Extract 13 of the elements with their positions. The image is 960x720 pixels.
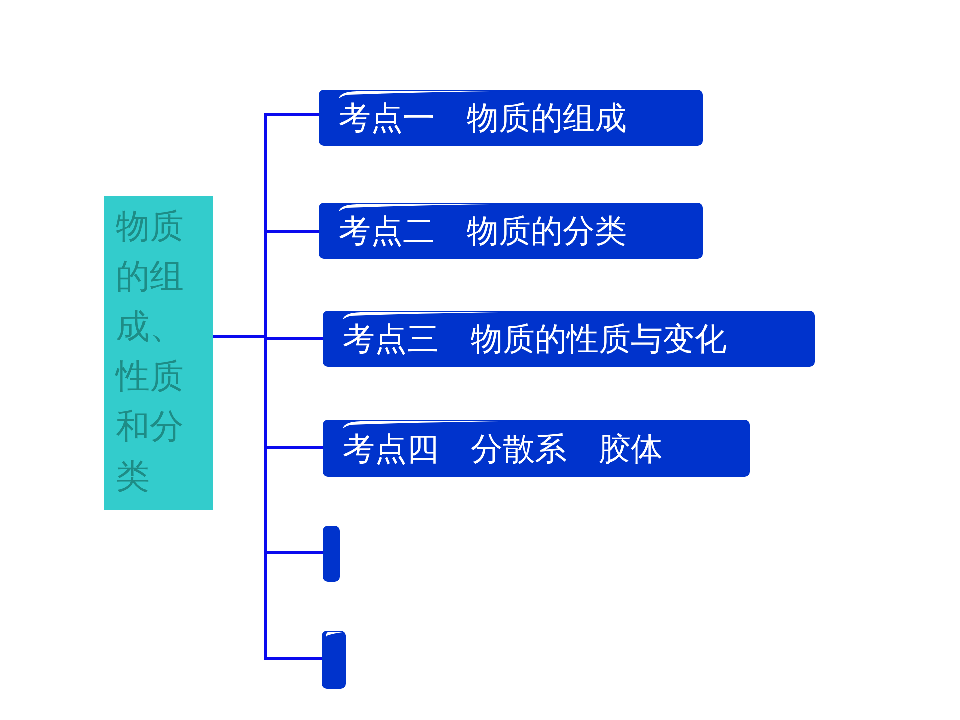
section-box — [323, 526, 340, 582]
section-title: 考点二 物质的分类 — [339, 214, 627, 248]
section-title: 考点三 物质的性质与变化 — [343, 322, 727, 356]
section-box — [319, 90, 703, 146]
section-box — [322, 631, 346, 689]
section-box — [323, 420, 750, 477]
connector-line — [213, 336, 322, 660]
topic-box — [104, 196, 213, 510]
section-box — [319, 203, 703, 259]
topic-title: 物质的组成、性质和分类 — [116, 208, 185, 498]
section-box — [323, 311, 815, 367]
section-title: 考点一 物质的组成 — [339, 101, 627, 135]
section-title: 考点四 分散系 胶体 — [343, 432, 663, 466]
